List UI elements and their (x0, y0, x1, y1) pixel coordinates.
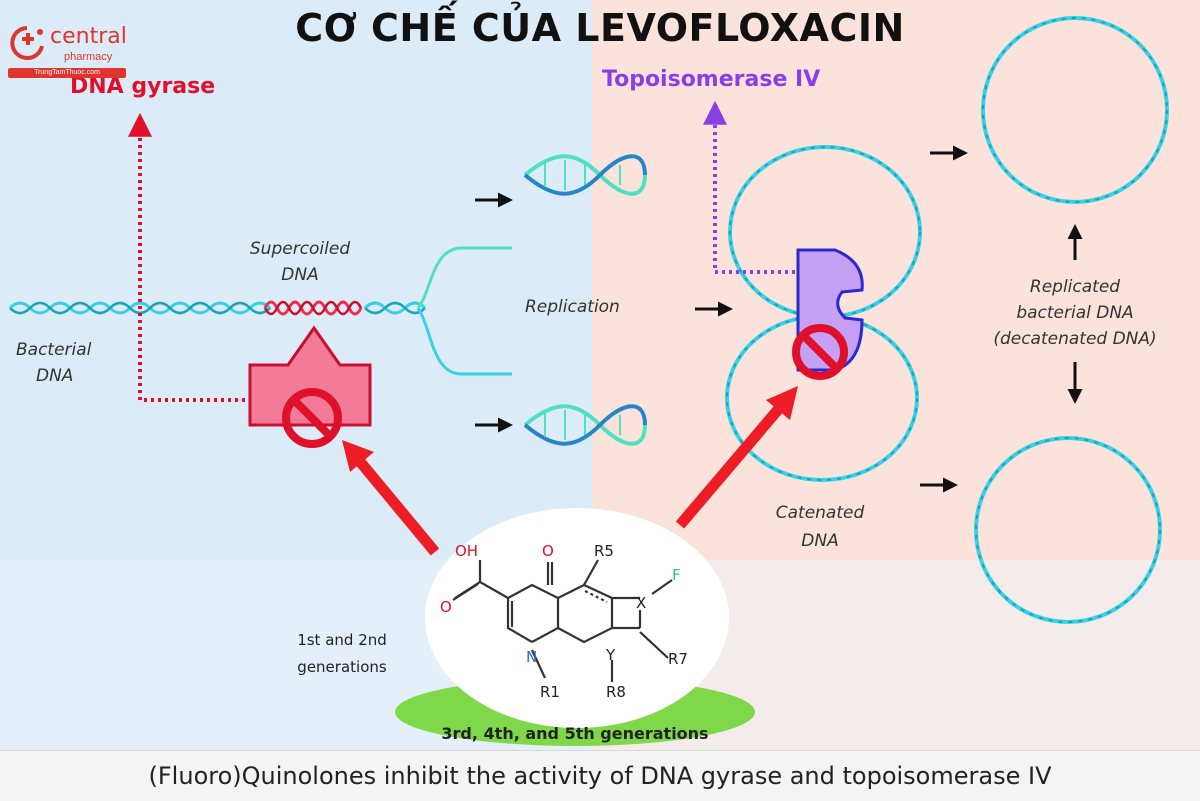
molecule-atoms: OH O O R5 F X N Y R7 R1 R8 (440, 542, 688, 701)
label-gen12-1: 1st and 2nd (297, 631, 387, 649)
topo-dotted-path (703, 100, 795, 274)
atom-x: X (636, 594, 646, 612)
label-supercoiled-1: Supercoiled (250, 239, 350, 259)
label-supercoiled-2: DNA (281, 265, 318, 285)
cross-logo-icon (10, 26, 44, 60)
fork-lower-strand (416, 307, 512, 376)
prohibit-icon-gyrase (282, 388, 342, 448)
atom-o-acid: O (440, 598, 452, 616)
label-bacterial-2: DNA (36, 366, 73, 386)
label-replicated-1: Replicated (1030, 277, 1120, 297)
topo-enzyme (796, 248, 864, 372)
label-dna-gyrase: DNA gyrase (70, 74, 215, 99)
atom-r1: R1 (540, 683, 560, 701)
daughter-helix-bottom (523, 404, 647, 446)
atom-r5: R5 (594, 542, 614, 560)
logo-subtitle: pharmacy (64, 51, 113, 63)
label-topoisomerase-iv: Topoisomerase IV (602, 67, 820, 92)
logo-domain: TrungTamThuoc.com (8, 68, 126, 78)
logo-wordmark: central (50, 24, 127, 49)
atom-r8: R8 (606, 683, 626, 701)
molecule-oval (425, 508, 729, 728)
atom-y: Y (605, 646, 616, 664)
label-replication: Replication (525, 297, 620, 317)
page-title: CƠ CHẾ CỦA LEVOFLOXACIN (295, 6, 905, 50)
label-catenated-2: DNA (801, 531, 838, 551)
footer-caption: (Fluoro)Quinolones inhibit the activity … (148, 762, 1052, 790)
gyrase-dotted-path (128, 112, 245, 402)
daughter-helix-top (523, 154, 647, 196)
brand-logo[interactable]: central pharmacy TrungTamThuoc.com (8, 24, 128, 82)
atom-r7: R7 (668, 650, 688, 668)
fork-upper-strand (416, 246, 512, 309)
inhibition-arrow-gyrase (342, 440, 440, 556)
inhibition-arrow-topo (675, 386, 798, 529)
label-replicated-3: (decatenated DNA) (993, 329, 1156, 349)
replicated-circle-top (981, 16, 1169, 204)
label-catenated-1: Catenated (776, 503, 865, 523)
footer-bar (0, 750, 1200, 801)
quinolone-structure (452, 559, 673, 682)
label-bacterial-1: Bacterial (16, 340, 92, 360)
atom-n: N (526, 648, 537, 666)
prohibit-icon-topo (792, 324, 848, 380)
label-gen345: 3rd, 4th, and 5th generations (441, 724, 708, 743)
supercoiled-segment (263, 300, 363, 316)
label-replicated-2: bacterial DNA (1016, 303, 1133, 323)
gyrase-enzyme (248, 325, 372, 427)
atom-oh: OH (455, 542, 478, 560)
replicated-circle-bottom (974, 436, 1162, 624)
atom-o-ketone: O (542, 542, 554, 560)
label-gen12-2: generations (297, 658, 387, 676)
atom-f: F (672, 566, 681, 584)
